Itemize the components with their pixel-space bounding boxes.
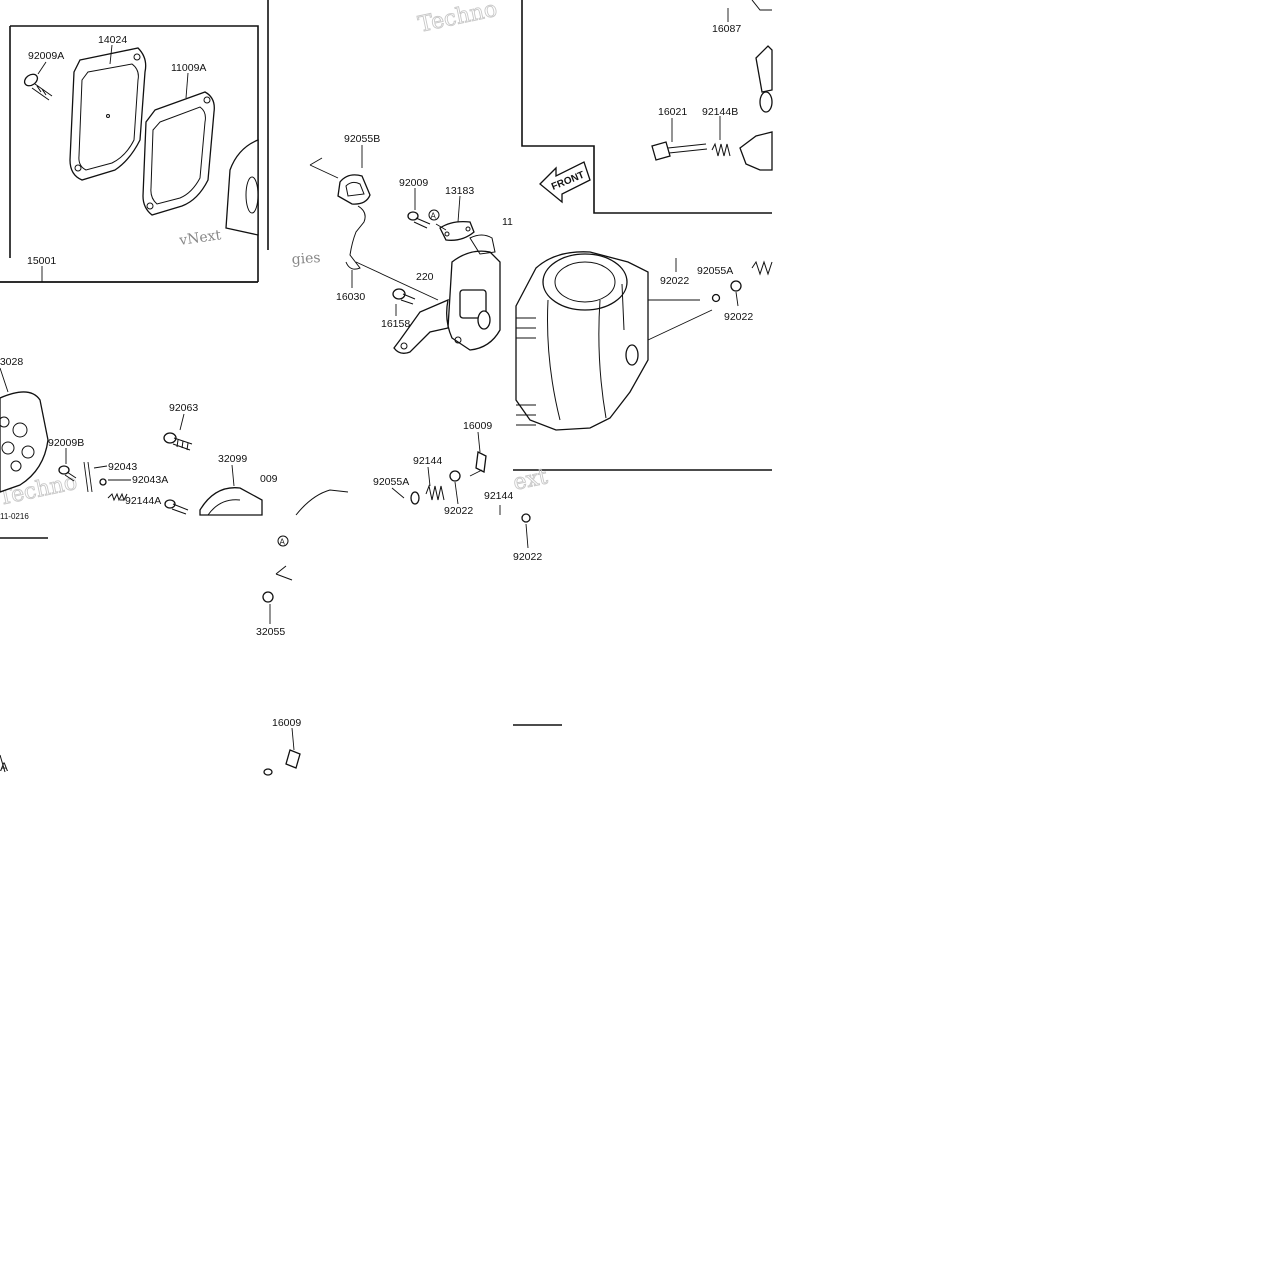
- diaphragm-11009A: [142, 91, 215, 216]
- part-label: 11: [502, 216, 513, 228]
- watermark-text: ext: [511, 464, 550, 496]
- part-label: 43028: [0, 356, 23, 368]
- part-label: 92009A: [28, 50, 64, 62]
- callout-A: A: [277, 535, 289, 547]
- cover-13183: [439, 220, 475, 241]
- washer-92022-right: [730, 280, 742, 292]
- leader-left-edge: [0, 754, 6, 773]
- jet-16009: [469, 451, 487, 477]
- screw-16021: [651, 141, 708, 161]
- part-label: 92144: [484, 490, 513, 502]
- part-label: 92144B: [702, 106, 738, 118]
- watermark-text: vNext: [177, 227, 222, 249]
- screw-92009A: [23, 73, 53, 101]
- jet-16009-lower: [263, 749, 301, 776]
- spring-92144B: [711, 142, 731, 157]
- spring-92144: [425, 484, 445, 501]
- part-label: 92043A: [132, 474, 168, 486]
- leader-32055: [275, 565, 293, 581]
- svg-text:A: A: [280, 538, 286, 547]
- part-label: 11009A: [171, 62, 206, 74]
- part-label: 92022: [513, 551, 542, 563]
- cover-partial: [225, 139, 259, 236]
- float-bowl-lower: [295, 489, 349, 516]
- inset-frame-top-right: [521, 0, 772, 214]
- part-label: 16087: [712, 23, 741, 35]
- washer-92022-center: [449, 470, 461, 482]
- bolt-92063: [163, 432, 193, 451]
- screw-92009B: [58, 465, 77, 482]
- washer-92055A: [711, 293, 721, 303]
- spring-92055A-right: [751, 260, 773, 276]
- part-label: 15001: [27, 255, 56, 267]
- part-label: 16009: [463, 420, 492, 432]
- part-label: 009: [260, 473, 278, 485]
- part-label: 16021: [658, 106, 687, 118]
- carb-body-32099: [199, 487, 263, 516]
- part-label: 92022: [724, 311, 753, 323]
- part-label: 92043: [108, 461, 137, 473]
- pump-body-43028: [0, 391, 49, 493]
- part-label: 92022: [444, 505, 473, 517]
- part-label: 92009: [399, 177, 428, 189]
- pin-92043A: [99, 478, 107, 486]
- washer-92055A-center: [410, 491, 420, 505]
- part-label: 14024: [98, 34, 127, 46]
- reference-code: 11-0216: [0, 512, 29, 521]
- part-label: 92055A: [697, 265, 733, 277]
- watermark-text: gies: [291, 250, 321, 268]
- part-label: 32055: [256, 626, 285, 638]
- part-label: 16009: [272, 717, 301, 729]
- bolt-lower: [164, 499, 189, 515]
- gasket-14024: [69, 47, 147, 181]
- part-label: 92063: [169, 402, 198, 414]
- part-label: 16158: [381, 318, 410, 330]
- throttle-bracket: [393, 234, 501, 354]
- svg-text:A: A: [431, 212, 437, 221]
- part-label: 92055A: [373, 476, 409, 488]
- callout-A: A: [428, 209, 440, 221]
- carburetor-body: [515, 251, 649, 431]
- callout-A-edge: A: [0, 760, 8, 774]
- washer-92022-lower: [521, 513, 531, 523]
- part-label: 16030: [336, 291, 365, 303]
- washer-32055: [262, 591, 274, 603]
- part-label: 92144: [413, 455, 442, 467]
- part-label: 92009B: [48, 437, 84, 449]
- part-label: 13183: [445, 185, 474, 197]
- front-arrow: FRONT: [539, 161, 591, 204]
- watermark-text: Techno: [416, 0, 499, 38]
- part-label: 32099: [218, 453, 247, 465]
- gasket-strip-16030: [345, 205, 366, 270]
- part-label: 92055B: [344, 133, 380, 145]
- part-label: 92022: [660, 275, 689, 287]
- gasket-92055B: [337, 174, 371, 205]
- part-label: 92144A: [125, 495, 161, 507]
- spring-92144A: [107, 492, 128, 502]
- part-label: 220: [416, 271, 434, 283]
- screw-16158: [392, 288, 416, 305]
- linkage-right: [739, 0, 773, 171]
- pin-92043: [83, 461, 93, 493]
- screw-92009: [407, 211, 431, 229]
